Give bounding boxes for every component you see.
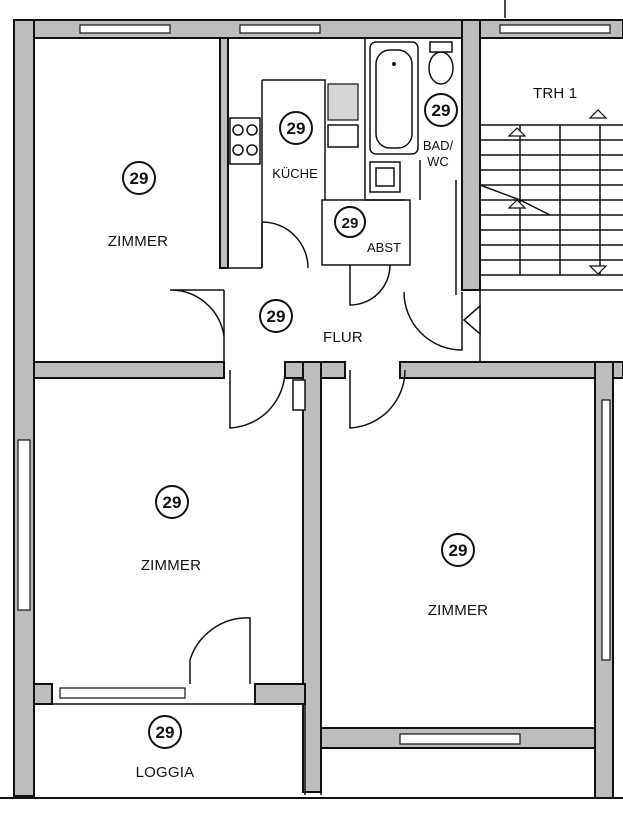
sink-icon — [327, 83, 359, 121]
windows — [17, 0, 611, 745]
partitions — [34, 38, 623, 795]
room-number-circle — [148, 715, 182, 749]
toilet-icon — [428, 51, 454, 85]
stove-icon — [229, 117, 261, 165]
room-number: 29 — [342, 215, 359, 232]
walls — [0, 19, 623, 799]
stair-label: TRH 1 — [533, 85, 577, 102]
room-number: 29 — [432, 101, 451, 120]
wall-zimmer-kitchen — [219, 37, 229, 269]
room-abst: 29 ABST — [334, 206, 401, 255]
room-name: KÜCHE — [272, 166, 318, 181]
room-number-circle — [122, 161, 156, 195]
door-loggia — [189, 617, 251, 684]
window-sw — [17, 439, 31, 611]
room-name-line1: BAD/ — [423, 138, 454, 153]
room-name: FLUR — [323, 329, 363, 346]
washbasin-icon — [369, 161, 401, 193]
room-zimmer-se: 29 ZIMMER — [428, 533, 488, 619]
wall-left — [13, 19, 35, 797]
room-zimmer-sw: 29 ZIMMER — [141, 485, 201, 574]
wall-loggia-top-left — [33, 683, 53, 705]
door-zimmer-se — [349, 369, 406, 429]
room-number: 29 — [267, 307, 286, 326]
stair-arrow-up — [507, 127, 527, 137]
wall-lower-divider — [302, 361, 322, 793]
entrance-arrow — [462, 304, 481, 336]
room-zimmer-nw: 29 ZIMMER — [108, 161, 168, 250]
window-stair — [499, 24, 611, 34]
room-number-circle — [279, 111, 313, 145]
doors — [169, 221, 481, 684]
room-kueche: 29 KÜCHE — [272, 111, 318, 181]
room-number: 29 — [130, 169, 149, 188]
room-flur: 29 FLUR — [259, 299, 363, 346]
room-number: 29 — [287, 119, 306, 138]
wall-stair-left — [461, 19, 481, 291]
wall-loggia-top-right — [254, 683, 306, 705]
room-number: 29 — [156, 723, 175, 742]
room-name: ZIMMER — [428, 602, 488, 619]
window-right — [601, 399, 611, 661]
room-number-circle — [155, 485, 189, 519]
room-name-line2: WC — [427, 154, 449, 169]
room-number-circle — [334, 206, 366, 238]
door-zimmer-nw — [169, 289, 225, 337]
room-name: ZIMMER — [108, 233, 168, 250]
shaft-icon — [292, 379, 306, 411]
room-name: ABST — [367, 240, 401, 255]
room-number: 29 — [449, 541, 468, 560]
fixtures — [229, 41, 454, 411]
room-number-circle — [259, 299, 293, 333]
room-name: LOGGIA — [136, 764, 195, 781]
door-abst — [349, 264, 391, 306]
room-number: 29 — [163, 493, 182, 512]
stair-arrow-mid — [507, 199, 527, 209]
window-loggia — [59, 687, 186, 699]
wall-mid-left — [33, 361, 225, 379]
room-bad-wc: 29 BAD/ WC — [423, 93, 458, 169]
door-kitchen — [261, 221, 309, 269]
room-loggia: 29 LOGGIA — [136, 715, 195, 781]
window-se — [399, 733, 521, 745]
wall-mid-right — [399, 361, 623, 379]
door-zimmer-sw — [229, 369, 286, 429]
room-name: ZIMMER — [141, 557, 201, 574]
stair-arrow-down — [588, 265, 608, 275]
window-kitchen — [239, 24, 321, 34]
room-number-circle — [441, 533, 475, 567]
bathtub-icon — [369, 41, 419, 155]
stair-arrow-top — [588, 109, 608, 119]
room-number-circle — [424, 93, 458, 127]
staircase: TRH 1 — [479, 85, 623, 276]
window-nw — [79, 24, 171, 34]
door-entrance — [403, 291, 463, 351]
